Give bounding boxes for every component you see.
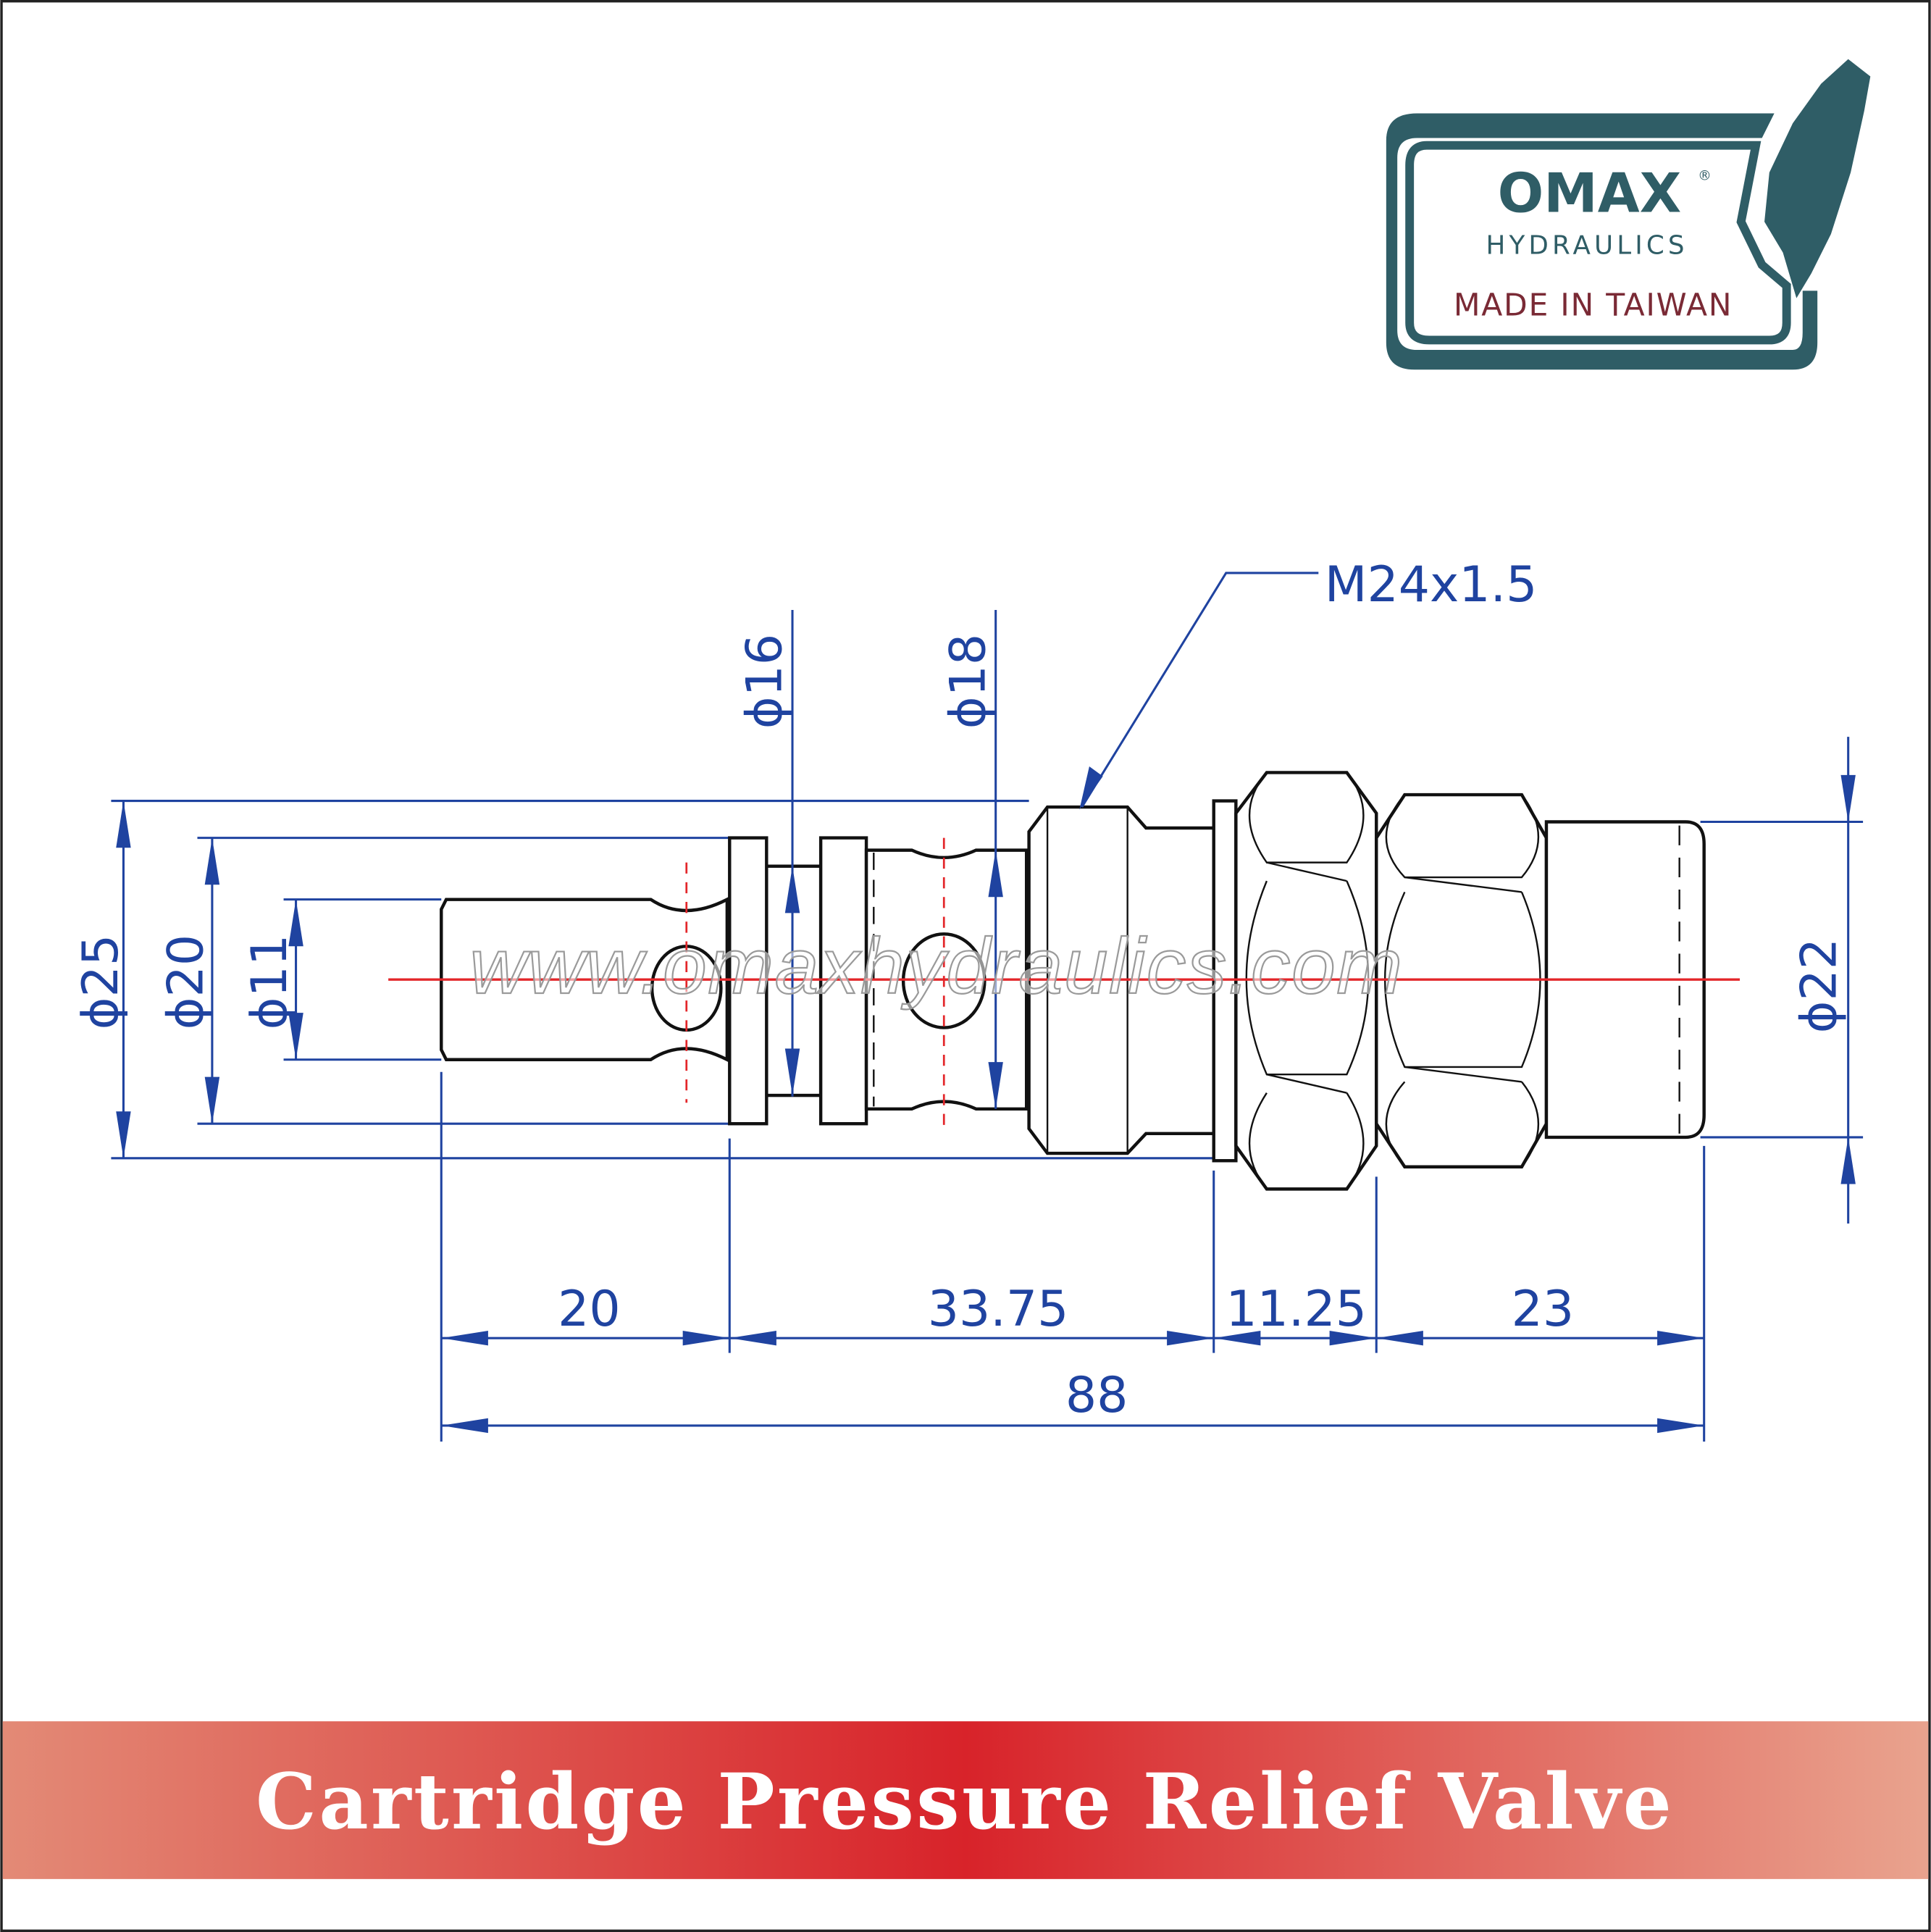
- extension-lines: [111, 800, 1864, 1442]
- title-banner: [2, 1721, 1929, 1879]
- dim-d25: ϕ25: [72, 934, 130, 1029]
- logo-sub: HYDRAULICS: [1486, 230, 1688, 260]
- length-dimensions: 20 33.75 11.25 23 88: [441, 1281, 1704, 1434]
- taiwan-island-icon: [1764, 59, 1871, 298]
- page-title: Cartridge Pressure Relief Valve: [256, 1757, 1674, 1847]
- dim-d16: ϕ16: [737, 634, 794, 729]
- omax-logo-stamp: OMAX ® HYDRAULICS MADE IN TAIWAN: [1386, 59, 1871, 370]
- diameter-dimensions: ϕ25 ϕ20 ϕ11 ϕ16 ϕ18 ϕ22: [72, 609, 1856, 1224]
- dim-total: 88: [1065, 1367, 1128, 1424]
- dim-l2: 33.75: [928, 1281, 1069, 1338]
- dim-l4: 23: [1512, 1281, 1575, 1338]
- dim-d11: ϕ11: [241, 934, 298, 1029]
- dim-l3: 11.25: [1226, 1281, 1367, 1338]
- dim-d22: ϕ22: [1791, 938, 1848, 1033]
- logo-registered: ®: [1698, 168, 1712, 183]
- dim-d20: ϕ20: [157, 934, 214, 1029]
- valve-part: [388, 771, 1741, 1191]
- logo-origin: MADE IN TAIWAN: [1454, 288, 1733, 323]
- dim-l1: 20: [558, 1281, 621, 1338]
- dim-d18: ϕ18: [939, 634, 997, 729]
- watermark: www.omaxhydraulics.com: [469, 922, 1404, 1011]
- thread-callout: M24x1.5: [1079, 556, 1538, 810]
- logo-brand: OMAX: [1498, 162, 1682, 225]
- thread-label: M24x1.5: [1325, 556, 1538, 614]
